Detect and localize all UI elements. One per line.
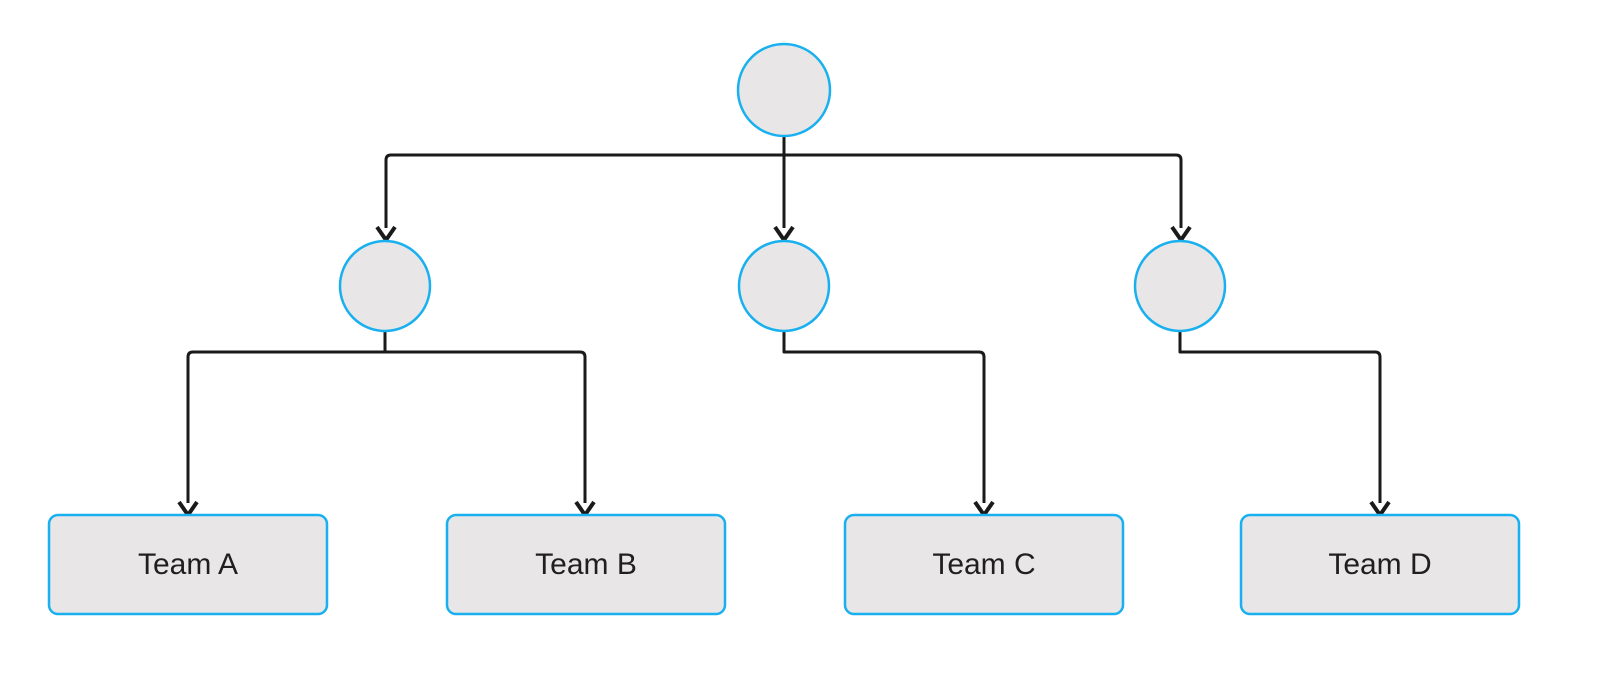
edge-root-to-branch3[interactable] [782, 136, 1192, 244]
node-branch2[interactable] [737, 239, 831, 333]
arrowhead-branch2-teamC [973, 500, 995, 519]
edge-path-branch2-teamC [782, 331, 986, 503]
node-team-a-box [47, 513, 329, 616]
edge-branch3-to-teamD[interactable] [1178, 331, 1391, 519]
node-team-d[interactable]: Team D [1239, 513, 1521, 616]
arrowhead-branch1-teamB [574, 500, 596, 519]
node-team-d-label: Team D [1328, 548, 1431, 581]
edge-branch2-to-teamC[interactable] [782, 331, 995, 519]
node-branch3-circle [1133, 239, 1227, 333]
node-branch2-circle [737, 239, 831, 333]
arrowhead-branch1-teamA [177, 500, 199, 519]
node-team-c-box [843, 513, 1125, 616]
edge-branch1-to-teamB[interactable] [383, 331, 596, 519]
edge-branch1-to-teamA[interactable] [177, 331, 387, 519]
node-team-b-label: Team B [535, 548, 637, 581]
edge-path-branch1-teamB [383, 331, 587, 503]
node-root-circle [736, 42, 832, 138]
node-branch1-circle [338, 239, 432, 333]
node-team-b-box [445, 513, 727, 616]
edge-path-root-branch3 [782, 136, 1183, 228]
edge-root-to-branch1[interactable] [375, 136, 786, 244]
node-team-b[interactable]: Team B [445, 513, 727, 616]
arrowhead-root-branch3 [1170, 225, 1192, 244]
node-team-c-label: Team C [932, 548, 1035, 581]
edge-path-branch1-teamA [186, 331, 387, 503]
arrowhead-root-branch1 [375, 225, 397, 244]
edge-path-root-branch1 [384, 136, 786, 228]
arrowhead-branch3-teamD [1369, 500, 1391, 519]
arrowhead-root-branch2 [773, 225, 795, 244]
edge-path-branch3-teamD [1178, 331, 1382, 503]
node-team-a-label: Team A [138, 548, 238, 581]
node-branch3[interactable] [1133, 239, 1227, 333]
node-team-a[interactable]: Team A [47, 513, 329, 616]
node-branch1[interactable] [338, 239, 432, 333]
node-root[interactable] [736, 42, 832, 138]
node-layer: Team A Team B Team C Team D [47, 42, 1521, 616]
node-team-d-box [1239, 513, 1521, 616]
node-team-c[interactable]: Team C [843, 513, 1125, 616]
